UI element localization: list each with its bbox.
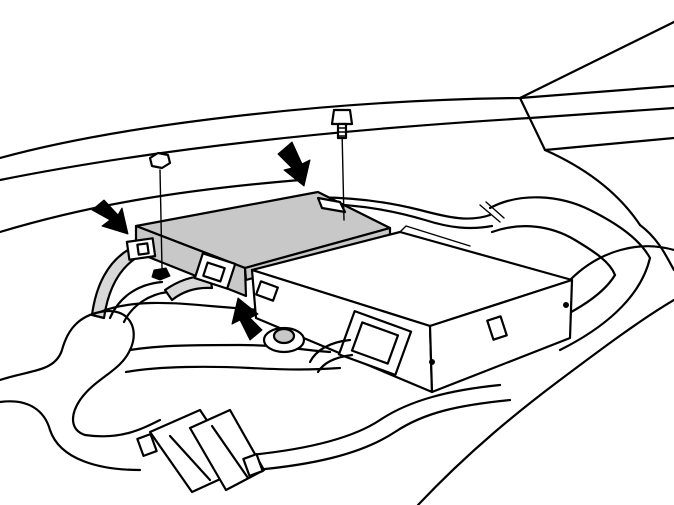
dashboard-panel (0, 20, 674, 272)
bolt-icon (330, 108, 354, 221)
arrow-icon (91, 199, 129, 235)
nut-icon (148, 151, 172, 269)
lower-module (250, 225, 574, 394)
bottom-connector (136, 408, 266, 494)
ground-bolt (262, 326, 306, 354)
arrow-icon (231, 297, 263, 341)
side-panel (416, 245, 674, 505)
arrow-icon (277, 141, 311, 187)
